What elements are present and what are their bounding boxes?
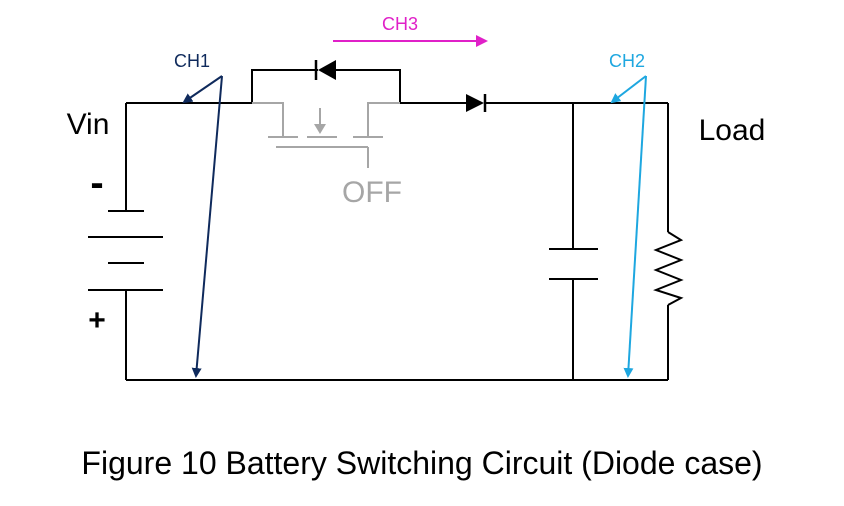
ch2-label: CH2	[609, 51, 645, 71]
bypass-diode	[314, 60, 336, 80]
load-label: Load	[699, 114, 766, 147]
battery-symbol	[88, 210, 163, 291]
ch1-label: CH1	[174, 51, 210, 71]
figure-caption: Figure 10 Battery Switching Circuit (Dio…	[81, 445, 762, 481]
battery-plus-label: +	[88, 304, 106, 337]
ch3-label: CH3	[382, 14, 418, 34]
mosfet-off-label: OFF	[342, 176, 402, 209]
series-diode	[466, 94, 487, 112]
load-resistor	[653, 231, 684, 306]
ch2-probe-arrows	[610, 75, 647, 378]
vin-label: Vin	[67, 108, 110, 141]
capacitor-symbol	[549, 248, 598, 280]
ch1-probe-arrows	[182, 75, 223, 378]
wiring	[125, 69, 669, 381]
mosfet-off	[252, 102, 400, 168]
battery-minus-label: -	[90, 161, 103, 205]
